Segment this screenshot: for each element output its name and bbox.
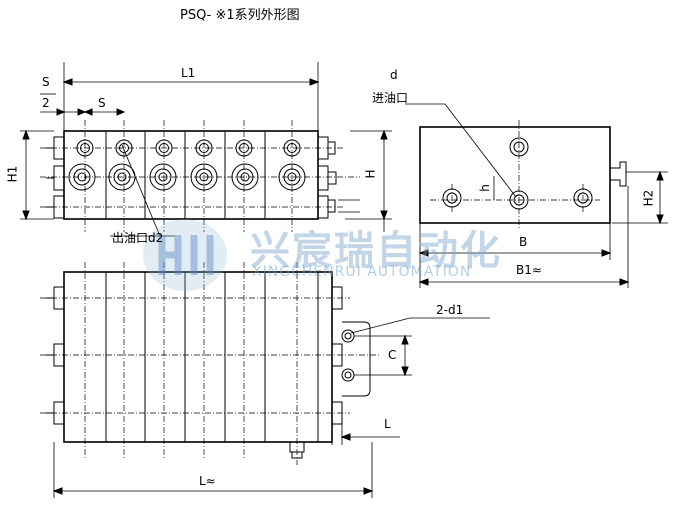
top-view	[40, 262, 490, 498]
label-h-small: h	[477, 184, 492, 192]
side-view	[405, 103, 668, 288]
label-h2: H2	[641, 189, 656, 207]
label-l-approx: L≈	[199, 474, 216, 488]
label-inlet: 进油口	[372, 91, 409, 105]
front-view	[20, 62, 392, 237]
label-outlet-d2: 出油口d2	[112, 231, 164, 245]
label-s-half-bottom: 2	[42, 96, 50, 110]
watermark-english: XINGCHENRUI AUTOMATION	[252, 264, 472, 280]
label-c: C	[388, 348, 397, 362]
label-l: L	[384, 417, 391, 431]
label-l1: L1	[181, 66, 196, 80]
label-b1: B1≈	[516, 263, 542, 277]
label-h1: H1	[5, 165, 20, 183]
drawing-title: PSQ- ※1系列外形图	[180, 8, 300, 23]
label-2-d1: 2-d1	[436, 303, 464, 317]
watermark-chinese: 兴宸瑞自动化	[250, 228, 502, 274]
label-s: S	[98, 96, 106, 110]
label-d: d	[390, 68, 398, 82]
label-b: B	[519, 235, 528, 249]
label-s-half-top: S	[42, 75, 50, 89]
watermark-logo	[143, 219, 227, 291]
label-h: H	[363, 169, 378, 179]
